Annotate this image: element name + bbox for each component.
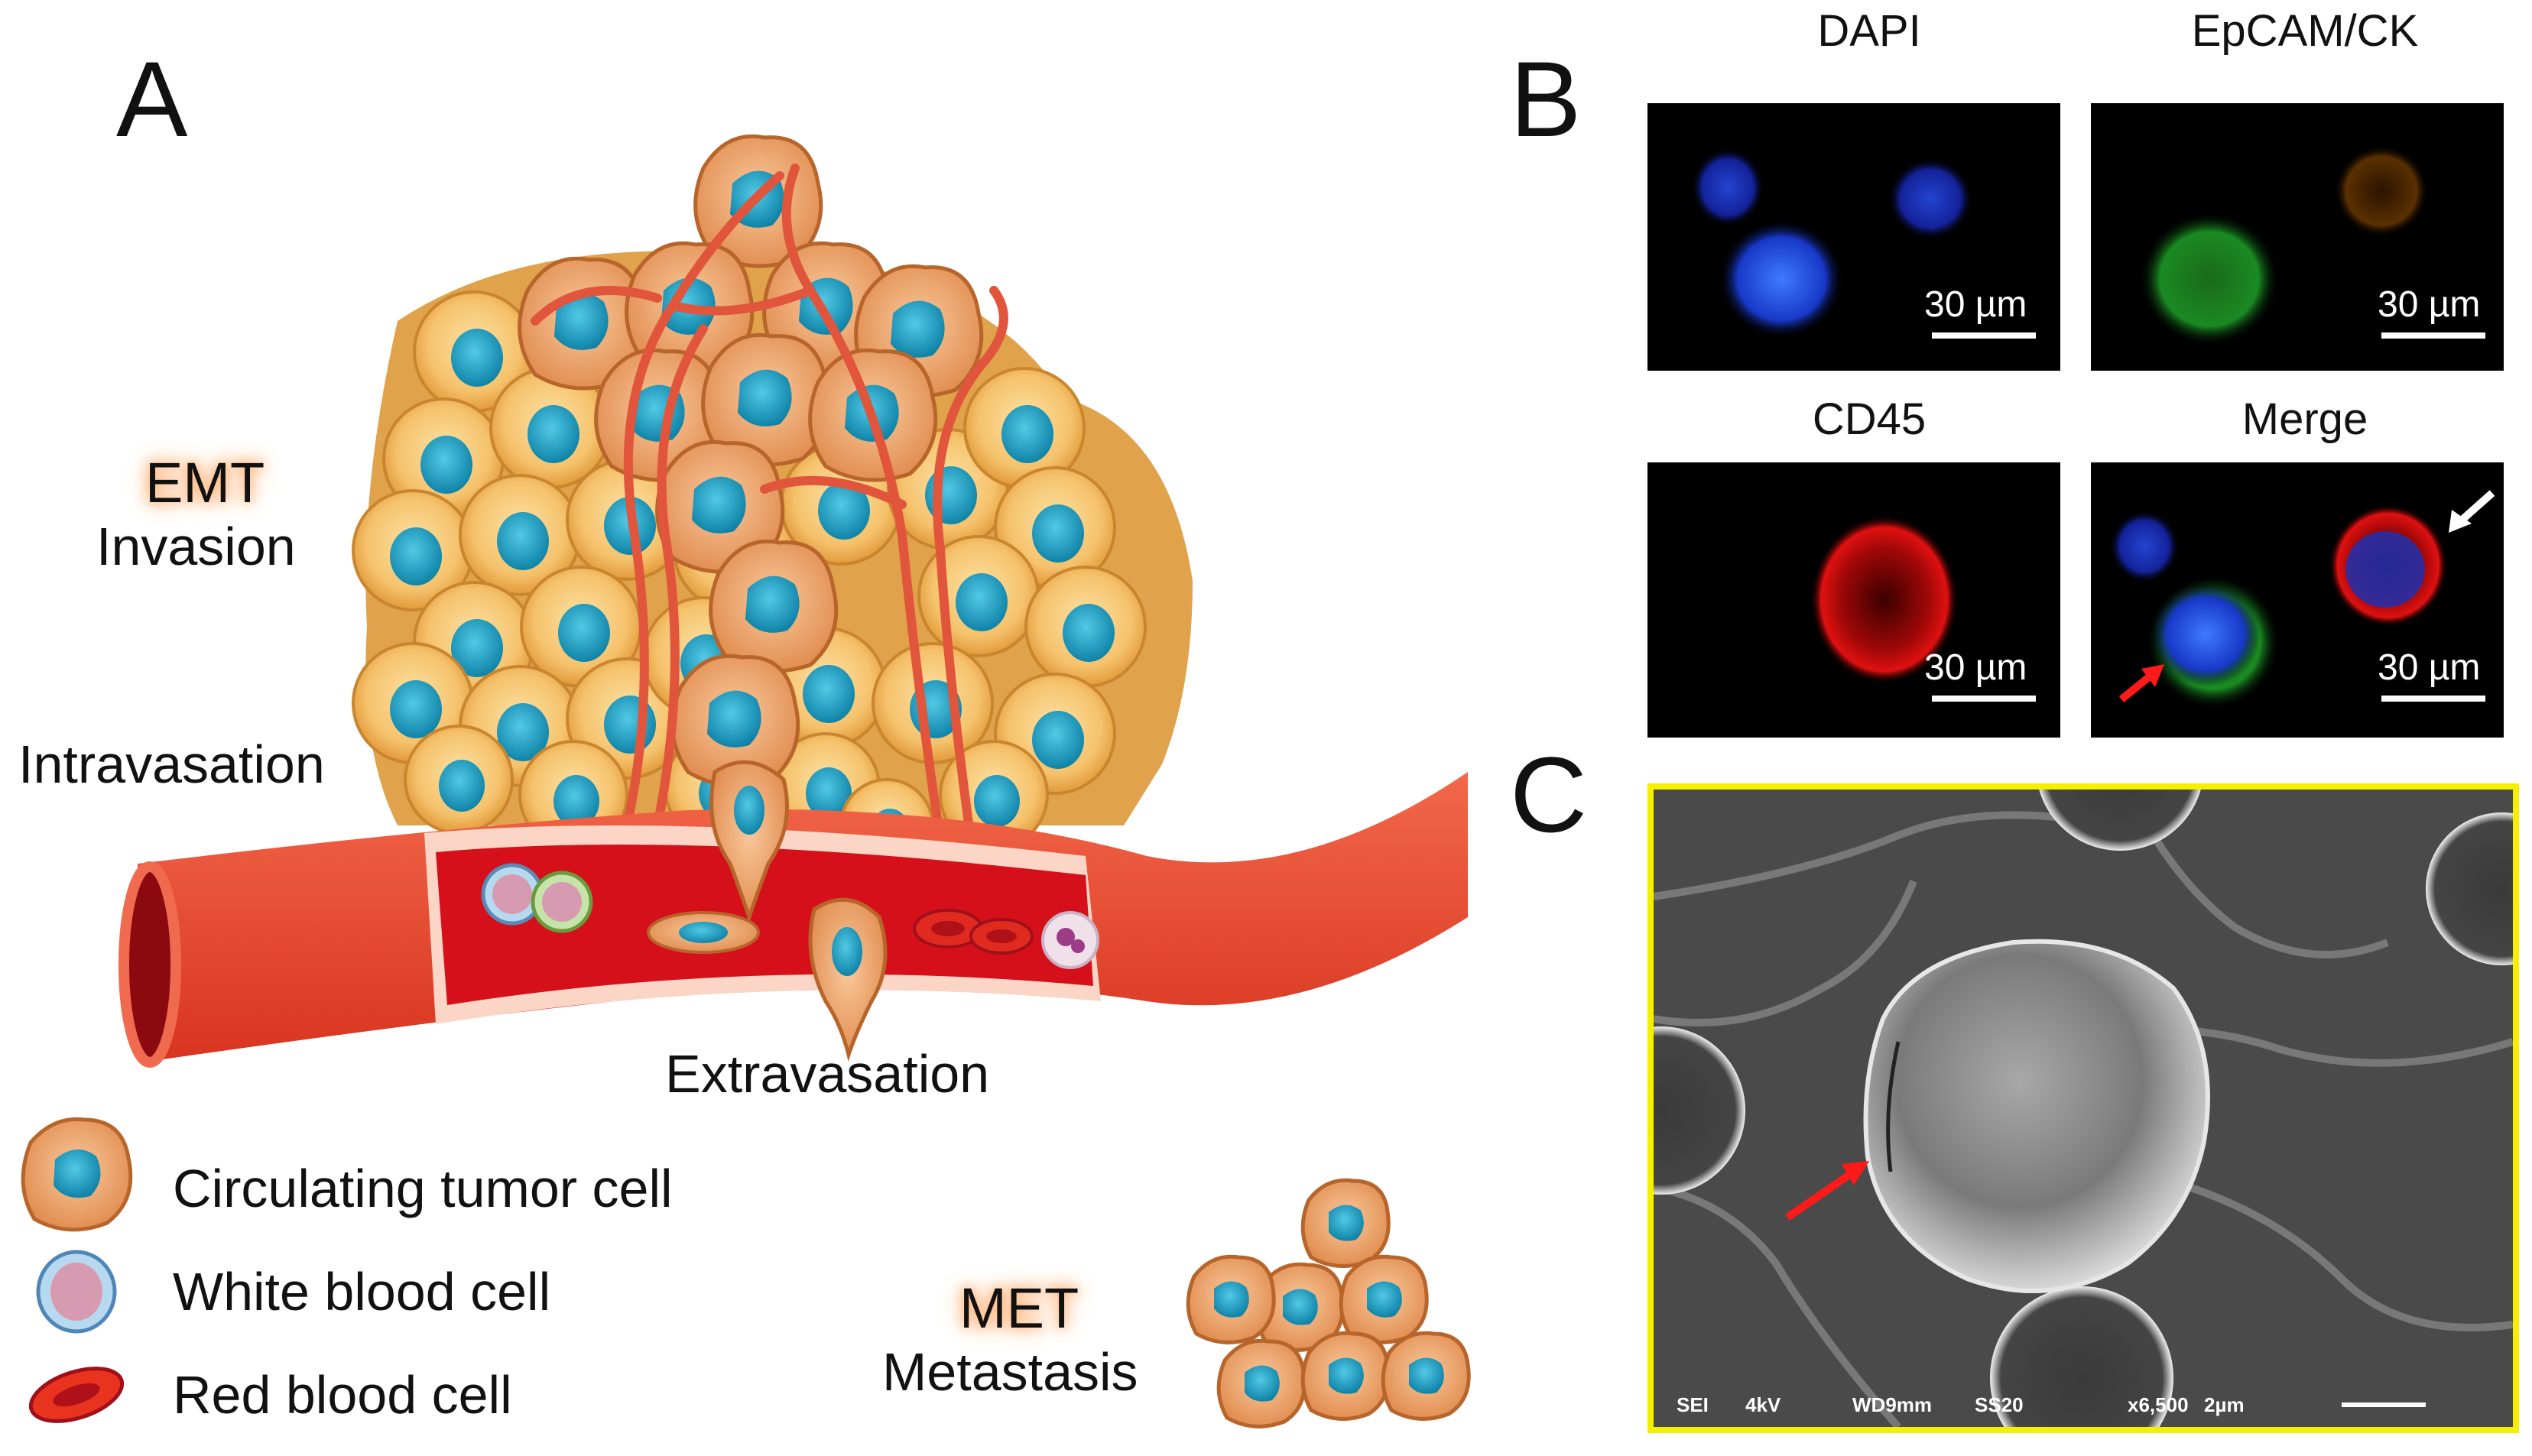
sem-red-arrow-icon: [1785, 1161, 1869, 1221]
intravasating-cell: [709, 760, 789, 923]
epcam-scale-text: 30 µm: [2378, 284, 2481, 325]
epcam-title: EpCAM/CK: [2191, 6, 2419, 56]
legend-wbc-label: White blood cell: [173, 1262, 551, 1321]
sem-meta-mag: x6,500: [2128, 1393, 2189, 1416]
sem-scale-bar: [2342, 1402, 2426, 1407]
white-arrow-icon: [2449, 490, 2495, 533]
epcam-image: 30 µm: [2091, 103, 2504, 371]
dapi-title: DAPI: [1817, 6, 1921, 56]
cd45-scale-bar: [1932, 696, 2036, 702]
metastasis-label: Metastasis: [882, 1342, 1138, 1402]
dapi-image: 30 µm: [1647, 103, 2060, 371]
invasion-label: Invasion: [96, 517, 296, 576]
merge-scale-text: 30 µm: [2378, 647, 2481, 688]
metastasis-cluster: [1186, 1178, 1471, 1428]
legend-ctc-label: Circulating tumor cell: [173, 1159, 673, 1218]
dapi-scale-bar: [1932, 332, 2036, 339]
sem-meta-scale: 2µm: [2204, 1393, 2245, 1416]
vessel-cells: [481, 863, 1099, 1062]
panel-letter-a: A: [116, 39, 188, 159]
panel-letter-c: C: [1510, 734, 1588, 854]
epcam-scale-bar: [2381, 332, 2485, 339]
red-blood-cell-icon: [28, 1367, 125, 1423]
sem-image: SEI 4kV WD9mm SS20 x6,500 2µm: [1647, 783, 2519, 1433]
emt-label: EMT: [145, 451, 265, 514]
sem-meta-ss: SS20: [1975, 1393, 2024, 1416]
sem-meta-wd: WD9mm: [1852, 1393, 1933, 1416]
dapi-scale-text: 30 µm: [1924, 284, 2027, 325]
capillaries: [531, 164, 1008, 845]
cd45-scale-text: 30 µm: [1924, 647, 2027, 688]
merge-image: 30 µm: [2091, 462, 2504, 738]
metastasis-illustration: [21, 134, 1471, 1428]
cd45-image: 30 µm: [1647, 462, 2060, 738]
extravasation-label: Extravasation: [665, 1044, 990, 1104]
merge-scale-bar: [2381, 696, 2485, 702]
merge-title: Merge: [2241, 394, 2368, 444]
legend-rbc-label: Red blood cell: [173, 1365, 512, 1425]
circulating-tumor-cell-icon: [21, 1117, 133, 1232]
red-arrow-icon: [2118, 664, 2164, 702]
met-label: MET: [959, 1276, 1079, 1340]
cd45-title: CD45: [1812, 394, 1927, 444]
panel-letter-b: B: [1510, 39, 1582, 159]
sem-meta-voltage: 4kV: [1745, 1393, 1781, 1416]
blood-vessel: [118, 772, 1468, 1068]
invasive-cells: [518, 134, 984, 788]
intravasation-label: Intravasation: [18, 734, 325, 794]
white-blood-cell-icon: [36, 1250, 117, 1334]
sem-meta-mode: SEI: [1677, 1393, 1709, 1416]
